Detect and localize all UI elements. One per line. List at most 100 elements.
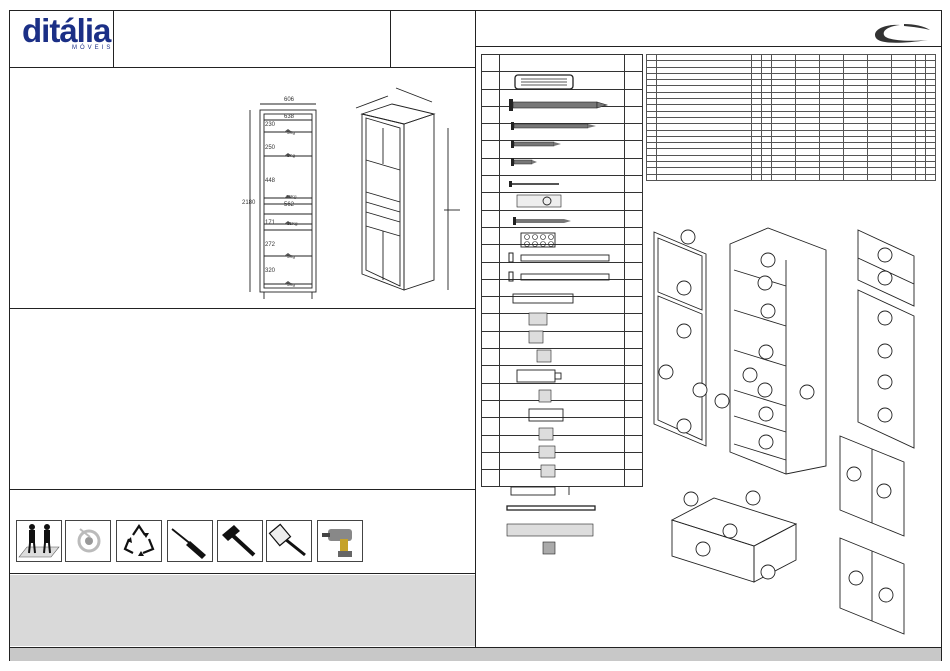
parts-cell — [624, 434, 643, 453]
cut-list-cell — [925, 104, 936, 112]
left-panel — [9, 10, 476, 647]
parts-cell — [624, 330, 643, 350]
exploded-view-drawing — [653, 227, 915, 635]
parts-cell — [481, 53, 500, 73]
notes-panel — [10, 575, 475, 646]
parts-cell — [481, 434, 500, 453]
cut-list-row — [646, 79, 936, 87]
parts-row — [481, 469, 643, 488]
dim-width-inner: 638 — [284, 114, 295, 120]
mallet-icon — [266, 520, 312, 562]
dim-section-4: 171 — [265, 220, 276, 226]
cut-list-row — [646, 116, 936, 125]
parts-cell — [624, 313, 643, 332]
cut-list-cell — [843, 173, 868, 181]
parts-cell — [624, 382, 643, 401]
parts-cell — [624, 175, 643, 194]
cut-list-cell — [795, 173, 820, 181]
cut-list-row — [646, 66, 936, 74]
parts-cell — [481, 192, 500, 211]
parts-cell — [481, 175, 500, 194]
cut-list-row — [646, 148, 936, 156]
cut-list-cell — [646, 173, 657, 181]
parts-row — [481, 261, 643, 280]
parts-cell — [624, 53, 643, 73]
right-header-line — [476, 46, 942, 47]
load-label-2: 5Kg — [287, 153, 296, 158]
cut-list-cell — [925, 173, 936, 181]
two-person-assembly-icon — [16, 520, 62, 562]
parts-cell — [624, 365, 643, 384]
recycle-icon — [116, 520, 162, 562]
parts-cell — [481, 348, 500, 367]
parts-cell — [624, 226, 643, 246]
cut-list-row — [646, 173, 936, 181]
parts-cell — [624, 192, 643, 211]
parts-row — [481, 226, 643, 246]
cut-list-cell — [925, 79, 936, 87]
parts-illustrations — [506, 74, 610, 555]
parts-cell — [481, 88, 500, 107]
parts-cell — [624, 296, 643, 315]
cut-list-row — [646, 85, 936, 93]
power-drill-icon — [317, 520, 363, 562]
parts-cell — [481, 261, 500, 280]
cut-list-table — [646, 53, 936, 181]
parts-cell — [481, 157, 500, 177]
header-logo-cell — [9, 10, 114, 68]
dim-width-total: 606 — [284, 97, 295, 103]
parts-cell — [481, 226, 500, 246]
cut-list-cell — [925, 72, 936, 81]
cut-list-cell — [925, 66, 936, 74]
cut-list-cell — [761, 173, 772, 181]
cut-list-cell — [925, 110, 936, 118]
cut-list-cell — [819, 173, 844, 181]
cabinet-3d-view — [355, 87, 460, 291]
parts-cell — [624, 105, 643, 125]
screwdriver-icon — [167, 520, 213, 562]
cut-list-row — [646, 91, 936, 100]
parts-cell — [624, 348, 643, 367]
dim-section-5: 272 — [265, 242, 276, 248]
parts-row — [481, 434, 643, 453]
load-label-1: 5Kg — [287, 130, 296, 135]
cut-list-cell — [925, 91, 936, 100]
dimensions-section — [9, 68, 476, 309]
parts-cell — [624, 157, 643, 177]
cut-list-cell — [891, 173, 916, 181]
parts-cell — [481, 399, 500, 419]
cut-list-cell — [925, 60, 936, 68]
parts-cell — [624, 399, 643, 419]
parts-cell — [481, 123, 500, 142]
parts-row — [481, 53, 643, 73]
cut-list-cell — [867, 173, 892, 181]
footer-bar — [10, 647, 941, 661]
parts-cell — [624, 451, 643, 471]
cut-list-cell — [925, 85, 936, 93]
parts-cell — [481, 330, 500, 350]
parts-cell — [481, 209, 500, 228]
parts-cell — [481, 469, 500, 488]
cut-list-cell — [915, 173, 926, 181]
parts-cell — [481, 71, 500, 90]
parts-cell — [481, 105, 500, 125]
hammer-icon — [217, 520, 263, 562]
header-box — [9, 10, 476, 68]
parts-cell — [481, 417, 500, 436]
parts-cell — [624, 209, 643, 228]
swoosh-logo-icon — [875, 24, 930, 43]
parts-cell — [624, 140, 643, 159]
parts-cell — [481, 451, 500, 471]
load-label-3: 25Kg — [286, 194, 297, 199]
parts-cell — [624, 244, 643, 263]
parts-cell — [624, 417, 643, 436]
cut-list-row — [646, 72, 936, 81]
cut-list-row — [646, 142, 936, 150]
parts-cell — [481, 278, 500, 298]
dim-section-6: 320 — [265, 268, 276, 274]
cut-list-cell — [751, 173, 762, 181]
cut-list-row — [646, 104, 936, 112]
parts-cell — [624, 261, 643, 280]
parts-cell — [481, 382, 500, 401]
